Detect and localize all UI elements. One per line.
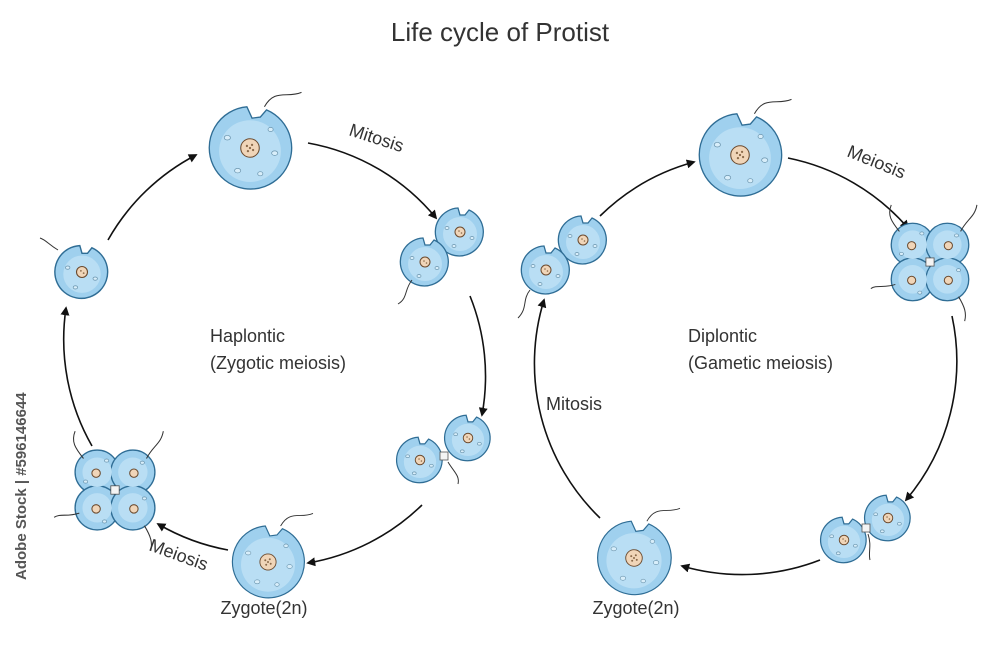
vegetative-cell-diploid: [698, 98, 793, 197]
dividing-cells-right: [517, 215, 607, 319]
label-haplontic: Haplontic: [210, 326, 285, 346]
tetrad-cluster-right: [870, 204, 978, 322]
arrow-to-vegetative-cell: [107, 154, 198, 241]
label-meiosis-left: Meiosis: [147, 535, 211, 575]
tetrad-cluster-left: [53, 430, 164, 552]
label-meiosis-right: Meiosis: [845, 141, 909, 182]
arrow-meiosis-right: [787, 157, 910, 230]
label-mitosis-left: Mitosis: [347, 120, 406, 156]
zygote-cell-right: [597, 507, 681, 596]
label-zygote-left: Zygote(2n): [220, 598, 307, 618]
vegetative-cell-haploid: [208, 91, 303, 190]
label-gametic-meiosis: (Gametic meiosis): [688, 353, 833, 373]
dividing-cells-mitosis: [397, 207, 484, 305]
fusing-gametes-left: [395, 414, 491, 485]
arrow-to-fusing-gametes: [469, 295, 488, 417]
label-zygotic-meiosis: (Zygotic meiosis): [210, 353, 346, 373]
arrow-meiosis: [156, 523, 229, 551]
label-zygote-right: Zygote(2n): [592, 598, 679, 618]
arrow-to-fusing-gametes-right: [904, 315, 958, 502]
gamete-cell-left: [39, 237, 109, 300]
zygote-cell-left: [231, 512, 314, 599]
diplontic-cycle: Meiosis Mitosis Diplontic (Gametic meios…: [517, 98, 978, 618]
haplontic-cycle: Mitosis Meiosis Haplontic (Zygotic meios…: [39, 91, 491, 618]
label-diplontic: Diplontic: [688, 326, 757, 346]
arrow-to-zygote: [306, 504, 423, 567]
fusing-gametes-right: [819, 494, 911, 564]
arrow-mitosis: [307, 142, 438, 220]
stock-id-watermark: Adobe Stock | #596146644: [13, 392, 30, 580]
diagram-title: Life cycle of Protist: [391, 17, 610, 47]
arrow-mitosis-right: [533, 298, 601, 519]
label-mitosis-right: Mitosis: [546, 394, 602, 414]
arrow-to-zygote-right: [680, 559, 821, 576]
arrow-to-gamete: [60, 306, 93, 447]
arrow-to-diploid-cell: [599, 159, 696, 217]
